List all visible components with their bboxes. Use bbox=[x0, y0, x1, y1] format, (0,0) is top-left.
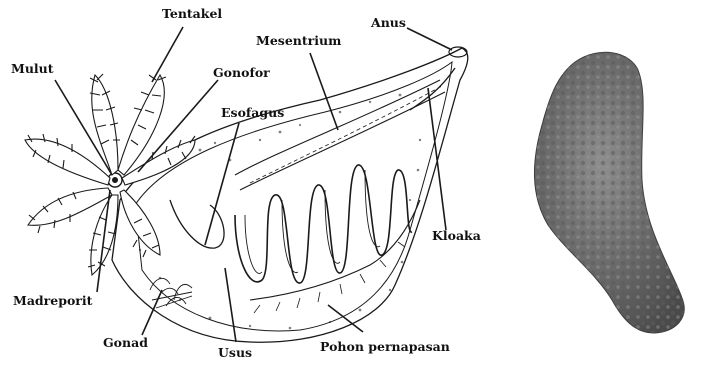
usus-coils bbox=[235, 165, 412, 283]
label-anus: Anus bbox=[371, 16, 406, 30]
tissue-texture bbox=[134, 94, 421, 330]
label-gonofor: Gonofor bbox=[213, 66, 270, 80]
label-esofagus: Esofagus bbox=[221, 106, 284, 120]
label-kloaka: Kloaka bbox=[432, 229, 481, 243]
body-wall-inner bbox=[135, 62, 452, 331]
label-tentakel: Tentakel bbox=[162, 7, 222, 21]
label-mulut: Mulut bbox=[11, 62, 54, 76]
label-gonad: Gonad bbox=[103, 336, 148, 350]
label-mesentrium: Mesentrium bbox=[256, 34, 341, 48]
label-madreporit: Madreporit bbox=[13, 294, 92, 308]
label-pohon-pernapasan: Pohon pernapasan bbox=[320, 340, 450, 354]
label-usus: Usus bbox=[218, 346, 252, 360]
sea-cucumber-specimen bbox=[534, 52, 684, 333]
